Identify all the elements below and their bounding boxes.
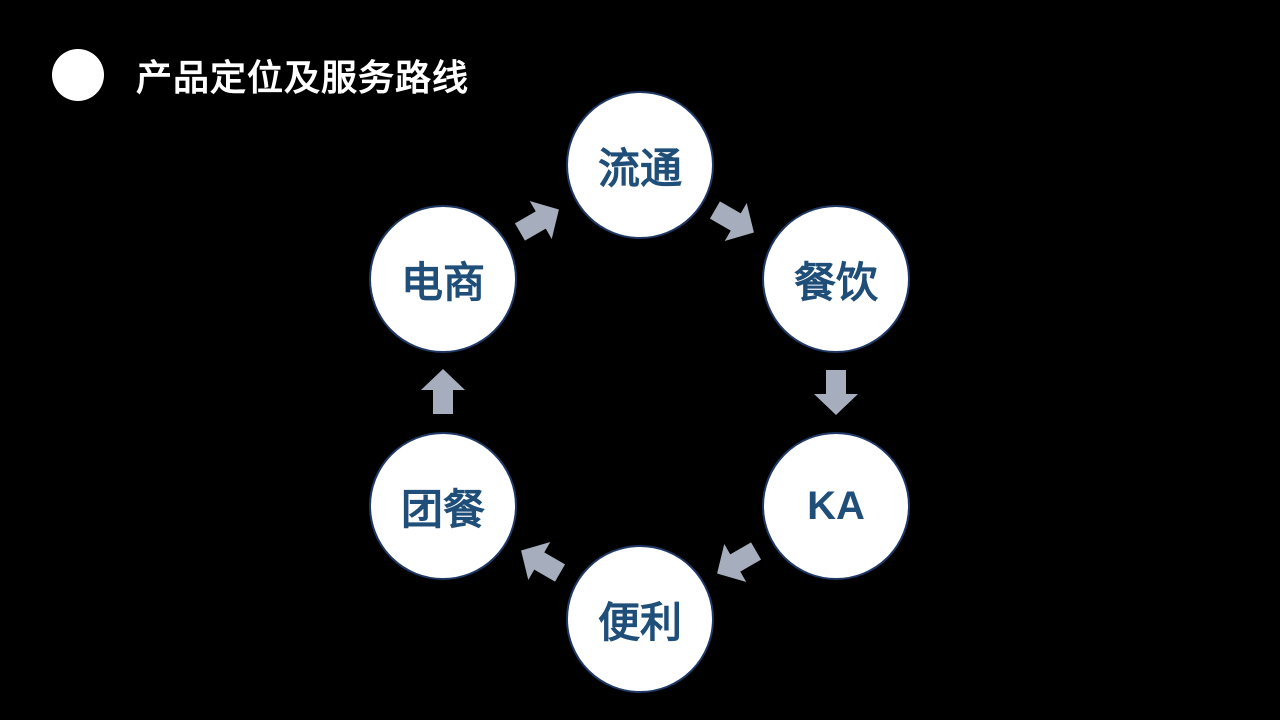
arrow-tuancan-to-dianshang <box>418 367 468 417</box>
arrow-bianli-to-tuancan <box>507 528 575 596</box>
node-canyin: 餐饮 <box>762 205 910 353</box>
node-tuancan: 团餐 <box>369 432 517 580</box>
arrow-dianshang-to-liutong <box>505 187 573 255</box>
arrow-ka-to-bianli <box>703 528 771 596</box>
arrow-liutong-to-canyin <box>700 187 768 255</box>
node-bianli: 便利 <box>566 545 714 693</box>
node-dianshang: 电商 <box>369 205 517 353</box>
node-liutong: 流通 <box>566 91 714 239</box>
arrow-canyin-to-ka <box>811 367 861 417</box>
node-ka: KA <box>762 432 910 580</box>
page-title: 产品定位及服务路线 <box>136 58 470 99</box>
title-bullet-dot <box>52 49 104 101</box>
